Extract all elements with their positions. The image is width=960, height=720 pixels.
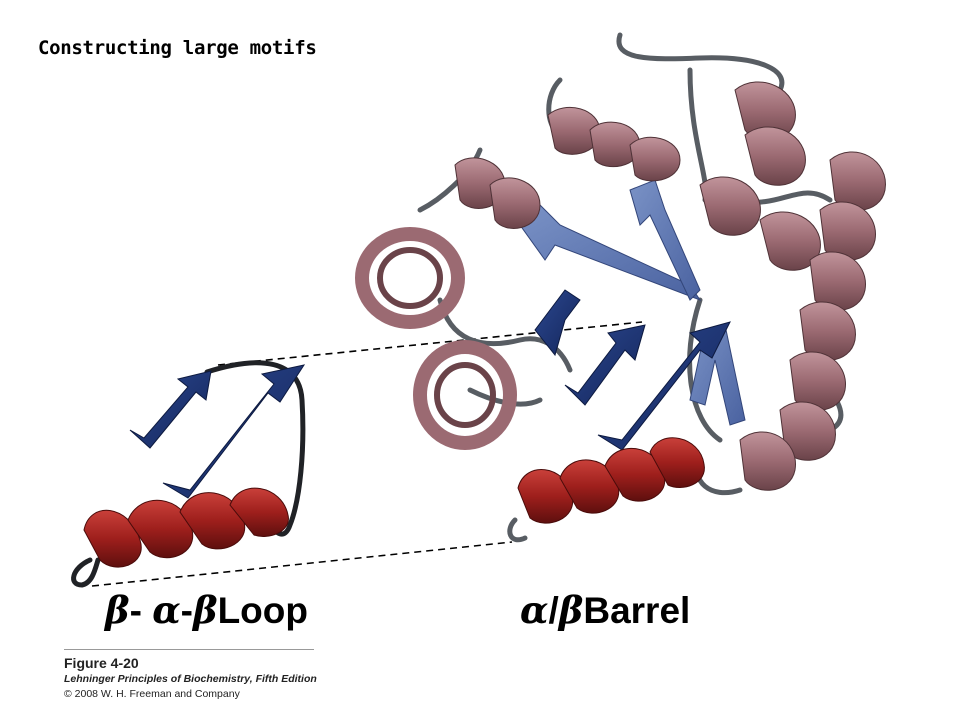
caption-loop-word: Loop xyxy=(217,590,308,631)
slide-title: Constructing large motifs xyxy=(38,37,317,59)
caption-beta-alpha-beta-loop: β- α-βLoop xyxy=(105,588,308,632)
caption-barrel-alpha: α xyxy=(520,588,549,632)
caption-alpha: α xyxy=(152,588,181,632)
barrel-strand-front-1 xyxy=(564,324,646,406)
credit-divider xyxy=(64,649,314,650)
caption-barrel-word: Barrel xyxy=(583,590,691,631)
caption-dash-2: - xyxy=(180,590,193,631)
caption-dash-1: - xyxy=(129,590,153,631)
alpha-beta-barrel xyxy=(355,32,886,543)
caption-beta-2: β xyxy=(193,588,218,632)
bab-alpha-helix xyxy=(83,487,289,568)
bab-loop-coil xyxy=(204,360,306,537)
copyright-line: © 2008 W. H. Freeman and Company xyxy=(64,688,240,700)
caption-barrel-slash: / xyxy=(548,590,559,631)
dashed-guides xyxy=(91,321,643,587)
barrel-strand-back-2 xyxy=(629,179,701,301)
caption-beta-1: β xyxy=(105,588,130,632)
bab-strand-2 xyxy=(162,364,306,499)
barrel-alpha-helix xyxy=(517,437,705,524)
caption-alpha-beta-barrel: α/βBarrel xyxy=(520,588,690,632)
barrel-strand-front-3 xyxy=(534,289,581,357)
barrel-pink-helices xyxy=(355,81,886,491)
bab-loop-coil-tail xyxy=(71,557,101,588)
dashed-guide-bottom xyxy=(91,541,513,587)
beta-alpha-beta-motif xyxy=(71,360,306,588)
book-title: Lehninger Principles of Biochemistry, Fi… xyxy=(64,673,317,685)
figure-number: Figure 4-20 xyxy=(64,655,139,671)
caption-barrel-beta: β xyxy=(558,588,584,632)
barrel-strand-front-2 xyxy=(597,321,731,451)
bab-strand-1 xyxy=(129,370,212,449)
